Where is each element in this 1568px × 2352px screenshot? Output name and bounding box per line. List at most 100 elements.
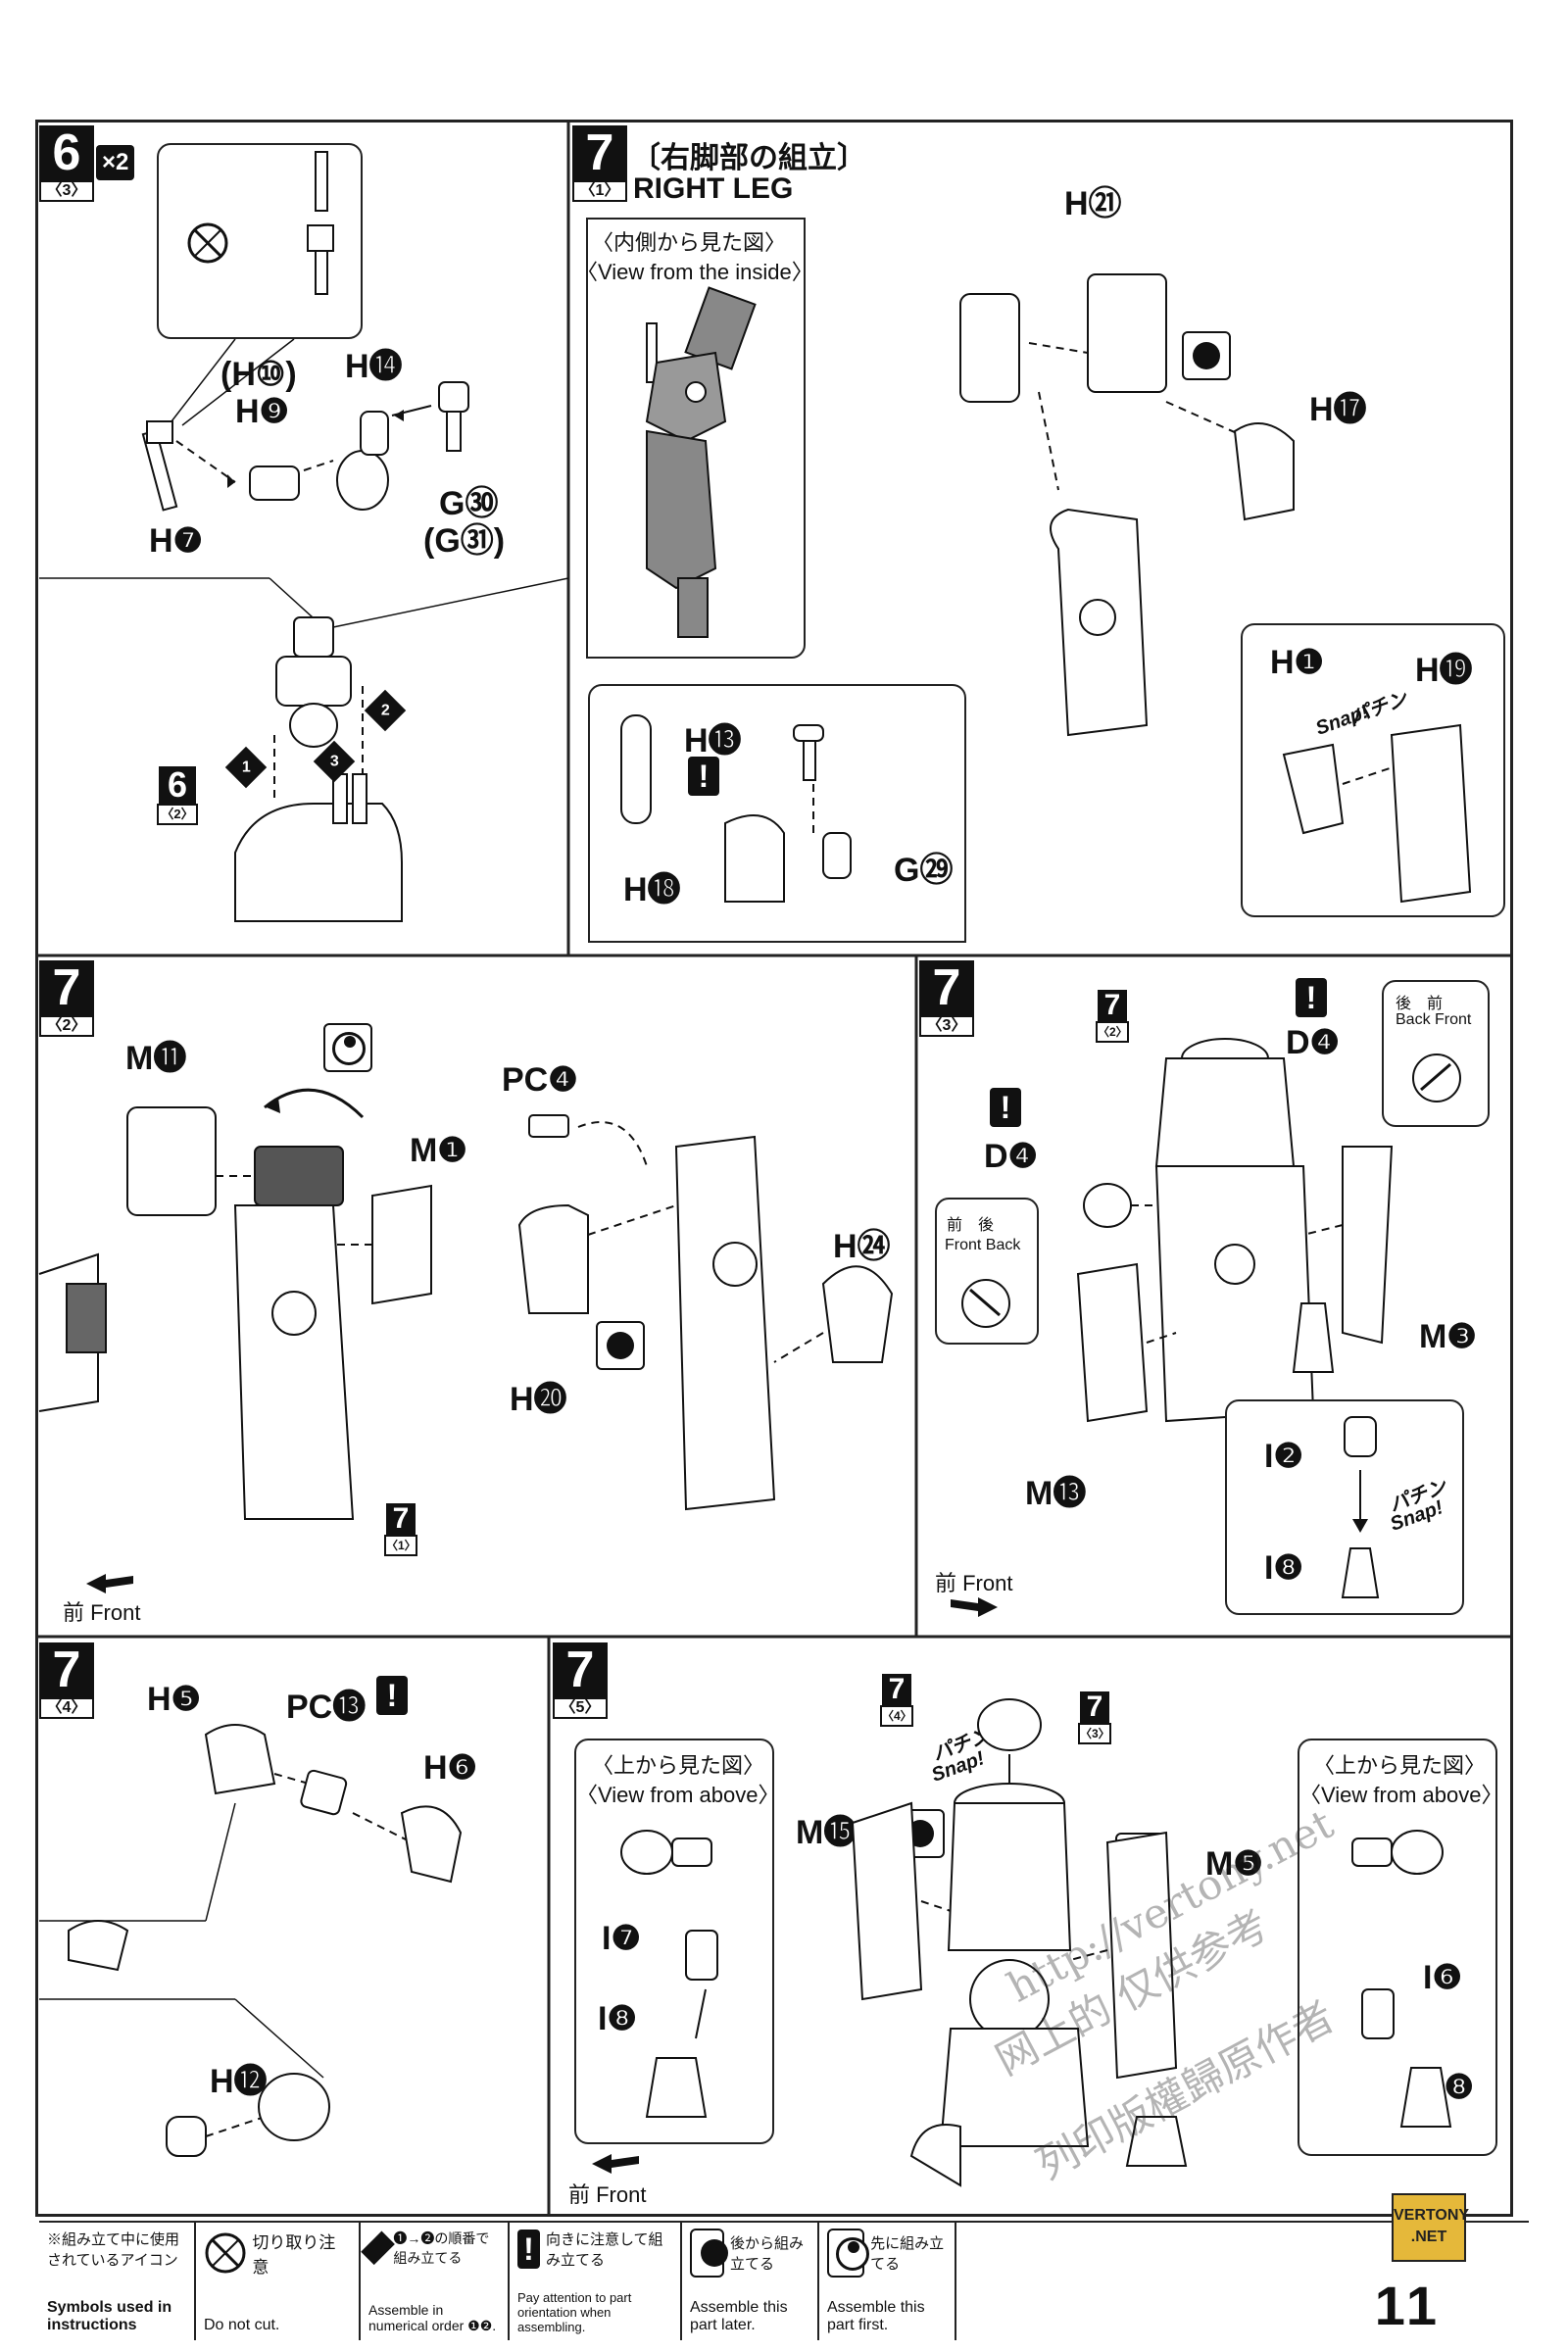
- ref-step-substep: 〈1〉: [384, 1535, 417, 1556]
- screw-orientation-icon: [1412, 1054, 1461, 1102]
- front-back-label-en: Front Back: [945, 1237, 1021, 1253]
- part-label-h13: H⓭: [684, 722, 742, 760]
- step-substep: 〈5〉: [553, 1697, 608, 1719]
- ref-step-number: 7: [882, 1674, 911, 1705]
- step-substep: 〈3〉: [39, 180, 94, 202]
- part-label-m5: M❺: [1205, 1845, 1263, 1883]
- step-number: 6: [39, 125, 94, 180]
- front-arrow-icon: [86, 1574, 133, 1593]
- upper-leg-frame-drawing: [959, 273, 1295, 737]
- multiplier-badge: ×2: [96, 145, 135, 180]
- front-arrow-icon: [951, 1597, 998, 1617]
- legend-text-en: Assemble this part later.: [690, 2299, 788, 2333]
- part-label-h5: H❺: [147, 1681, 202, 1718]
- part-label-i8: I❽: [1264, 1549, 1303, 1587]
- ref-step-substep: 〈3〉: [1078, 1723, 1111, 1744]
- view-from-above-label-jp: 〈上から見た図〉: [592, 1753, 765, 1778]
- legend-text-en: Pay attention to part orientation when a…: [517, 2290, 632, 2334]
- part-label-m1: M❶: [410, 1132, 467, 1169]
- ref-step-substep: 〈2〉: [157, 804, 198, 825]
- vertony-badge: VERTONY .NET: [1392, 2193, 1469, 2262]
- knee-snap-drawing: [1282, 723, 1472, 904]
- step-number: 7: [39, 1642, 94, 1697]
- step-7-4-marker: 7 〈4〉: [39, 1642, 94, 1719]
- view-from-above-label-en: 〈View from above〉: [1299, 1783, 1503, 1807]
- part-label-h24: H㉔: [833, 1228, 891, 1265]
- exclamation-icon: !: [1296, 978, 1327, 1017]
- part-label-h7: H❼: [149, 522, 204, 560]
- step-7-5-marker: 7 〈5〉: [553, 1642, 608, 1719]
- step-substep: 〈4〉: [39, 1697, 94, 1719]
- part-label-m11: M⓫: [125, 1040, 187, 1077]
- front-direction-label: 前 Front: [935, 1571, 1013, 1595]
- sequence-icon: [361, 2230, 396, 2266]
- ankle-parts-drawing: [39, 1724, 463, 2157]
- legend-text-en: Do not cut.: [204, 2317, 280, 2333]
- screw-orientation-icon: [961, 1279, 1010, 1328]
- hip-block-assembly-drawing: [234, 616, 403, 922]
- part-label-g30: G㉚: [439, 485, 499, 522]
- legend-item-assemble-first: 先に組み立てる Assemble this part first.: [819, 2223, 956, 2340]
- part-label-i6: I❻: [1423, 1959, 1462, 1996]
- ref-step-substep: 〈4〉: [880, 1705, 913, 1727]
- assemble-later-icon: [690, 2229, 728, 2278]
- part-label-h9: H❾: [235, 393, 290, 430]
- pin-assembly-drawing: [620, 714, 852, 903]
- sequence-number: 3: [329, 753, 339, 769]
- ref-step-7-4: 7 〈4〉: [880, 1674, 913, 1727]
- front-arrow-icon: [592, 2154, 639, 2174]
- legend-text-jp: 後から組み立てる: [730, 2235, 805, 2273]
- part-label-i7: I❼: [602, 1920, 641, 1957]
- view-from-above-callout-right: [1298, 1739, 1497, 2156]
- legend-text-en: Assemble in numerical order ❶❷.: [368, 2302, 497, 2333]
- part-label-h18: H⓲: [623, 871, 681, 908]
- part-label-h1: H❶: [1270, 644, 1325, 681]
- part-label-pc13: PC⓭: [286, 1689, 367, 1726]
- ref-step-7-2: 7 〈2〉: [1096, 990, 1129, 1043]
- ref-step-number: 7: [1098, 990, 1127, 1021]
- ref-step-substep: 〈2〉: [1096, 1021, 1129, 1043]
- inside-view-label-en: 〈View from the inside〉: [576, 260, 813, 284]
- legend-item-do-not-cut: 切り取り注意 Do not cut.: [196, 2223, 361, 2340]
- legend-text-jp: ❶→❷の順番で組み立てる: [393, 2230, 490, 2266]
- page-number: 11: [1374, 2275, 1441, 2336]
- step-7-2-marker: 7 〈2〉: [39, 960, 94, 1037]
- legend-header-jp: ※組み立て中に使用されているアイコン: [47, 2231, 180, 2269]
- assemble-first-icon: [323, 1023, 372, 1072]
- hip-joint-parts-drawing: [141, 381, 469, 512]
- ref-step-7-1: 7 〈1〉: [384, 1503, 417, 1556]
- do-not-cut-icon: [205, 2232, 246, 2274]
- orientation-warning-icon: !: [688, 757, 719, 796]
- view-from-above-label-jp: 〈上から見た図〉: [1313, 1753, 1487, 1778]
- thruster-drawing: [1292, 1302, 1335, 1373]
- exclamation-icon: !: [517, 2230, 540, 2269]
- step-6-3-marker: 6 〈3〉: [39, 125, 94, 202]
- inside-view-label-jp: 〈内側から見た図〉: [592, 230, 787, 255]
- page-frame: [35, 120, 1513, 2217]
- legend-text-jp: 切り取り注意: [252, 2233, 336, 2277]
- front-back-label-jp: 前 後: [947, 1217, 995, 1234]
- part-label-h19: H⓳: [1415, 652, 1473, 689]
- step-substep: 〈2〉: [39, 1015, 94, 1037]
- legend-text-jp: 向きに注意して組み立てる: [545, 2231, 663, 2269]
- front-direction-label: 前 Front: [568, 2182, 647, 2207]
- legend-item-numerical-order: ❶→❷の順番で組み立てる Assemble in numerical order…: [361, 2223, 510, 2340]
- knee-armor-assembly-drawing: [38, 1088, 432, 1520]
- step-substep: 〈1〉: [572, 180, 627, 202]
- step-number: 7: [919, 960, 974, 1015]
- part-label-m15: M⓯: [796, 1814, 858, 1851]
- gate-part-drawing: [307, 151, 334, 295]
- assemble-later-icon: [596, 1321, 645, 1370]
- legend-item-assemble-later: 後から組み立てる Assemble this part later.: [682, 2223, 819, 2340]
- assemble-first-icon: [827, 2229, 869, 2278]
- part-label-i2: I❷: [1264, 1438, 1303, 1475]
- view-from-above-label-en: 〈View from above〉: [576, 1783, 780, 1807]
- back-front-label-en: Back Front: [1396, 1011, 1472, 1028]
- legend-header-en: Symbols used in instructions: [47, 2299, 172, 2333]
- legend-text-en: Assemble this part first.: [827, 2299, 925, 2333]
- ref-step-number: 7: [386, 1503, 416, 1535]
- leg-inside-view-drawing: [645, 286, 757, 638]
- back-front-orientation-callout: [1382, 980, 1490, 1127]
- thruster-parts-drawing: [1341, 1416, 1380, 1598]
